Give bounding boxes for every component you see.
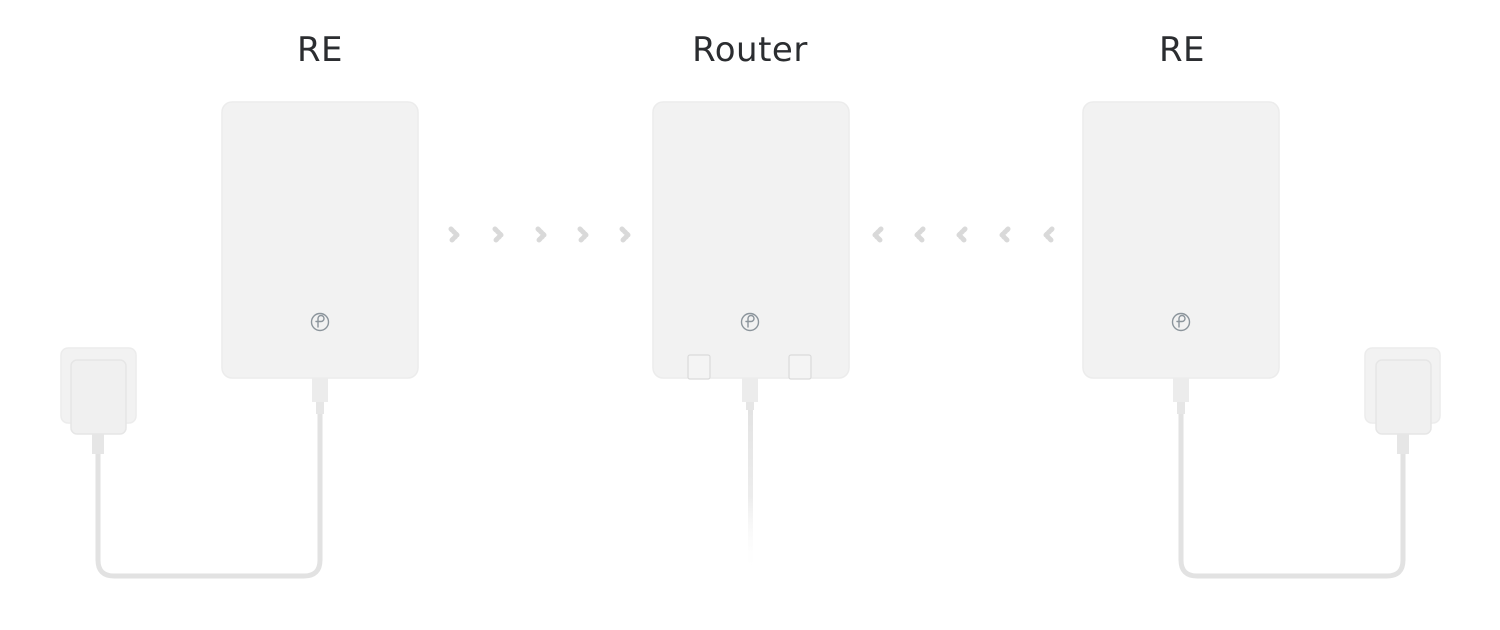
chevron-left-icon	[1043, 226, 1055, 244]
re-right-device	[1082, 101, 1441, 579]
re-right-label: RE	[1158, 30, 1206, 70]
router-device	[652, 101, 850, 574]
router-label: Router	[692, 30, 808, 70]
chevron-right-icon	[535, 226, 547, 244]
tp-link-logo-icon	[310, 312, 330, 332]
router-cable	[748, 404, 753, 574]
router-port-left	[687, 354, 711, 380]
chevron-right-icon	[577, 226, 589, 244]
re-left-connector	[312, 378, 328, 402]
chevron-right-icon	[492, 226, 504, 244]
re-right-body	[1082, 101, 1280, 379]
tp-link-logo-icon	[1171, 312, 1191, 332]
chevron-left-icon	[914, 226, 926, 244]
re-left-label: RE	[296, 30, 344, 70]
chevron-right-icon	[619, 226, 631, 244]
chevron-left-icon	[956, 226, 968, 244]
chevron-right-icon	[448, 226, 460, 244]
re-right-connector	[1173, 378, 1189, 402]
flow-re-right-to-router	[872, 226, 1055, 244]
router-body	[652, 101, 850, 379]
re-left-power-adapter	[60, 347, 137, 454]
flow-re-left-to-router	[448, 226, 631, 244]
chevron-left-icon	[872, 226, 884, 244]
re-right-power-adapter	[1364, 347, 1441, 454]
tp-link-logo-icon	[740, 312, 760, 332]
re-left-device	[60, 101, 419, 579]
router-port-right	[788, 354, 812, 380]
re-left-body	[221, 101, 419, 379]
chevron-left-icon	[999, 226, 1011, 244]
router-connector	[742, 378, 758, 402]
re-left-power-cable	[95, 409, 323, 579]
re-right-power-cable	[1178, 409, 1406, 579]
